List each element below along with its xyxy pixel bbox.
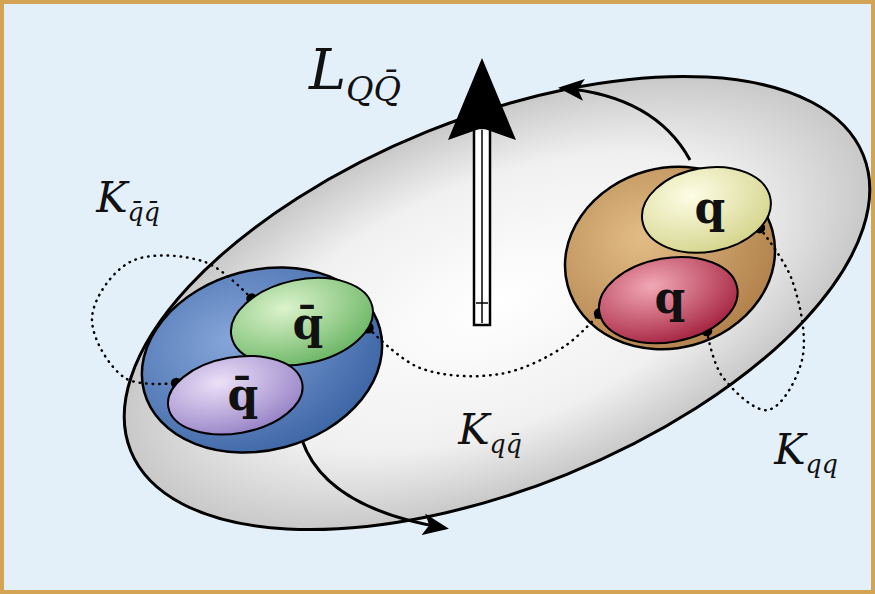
kernel-label: Kqq [774, 429, 838, 471]
angular-momentum-arrow [448, 58, 516, 325]
quark-symbol: q [655, 276, 686, 320]
diquark-ellipse [544, 144, 795, 373]
interaction-kernel [363, 308, 605, 376]
quark-outline-shape [592, 246, 744, 353]
quark-symbol: q̄ [228, 373, 259, 417]
arrow-shaft [474, 128, 490, 325]
quark-outline-shape [635, 157, 778, 262]
kernel-label: Kqq̄ [458, 409, 522, 451]
kernel-label: Kq̄q̄ [96, 177, 160, 219]
quark-outline-shape [161, 346, 308, 444]
quark-ellipse: q [639, 164, 774, 256]
arrow-shaft-line [481, 130, 483, 323]
angular-momentum-label: LQQ̄ [309, 42, 401, 98]
quark-symbol: q̄ [293, 302, 324, 346]
rotation-arrow [302, 440, 445, 528]
tetraquark-ellipse [61, 0, 875, 594]
quark-symbol: q [695, 186, 726, 230]
antidiquark-ellipse [121, 241, 403, 478]
arrow-tick [476, 302, 488, 304]
quark-ellipse: q̄ [165, 353, 306, 437]
dotted-line [368, 314, 599, 377]
quark-ellipse: q [596, 254, 741, 346]
rotation-arrow [562, 88, 690, 160]
arrow-head [448, 58, 516, 140]
